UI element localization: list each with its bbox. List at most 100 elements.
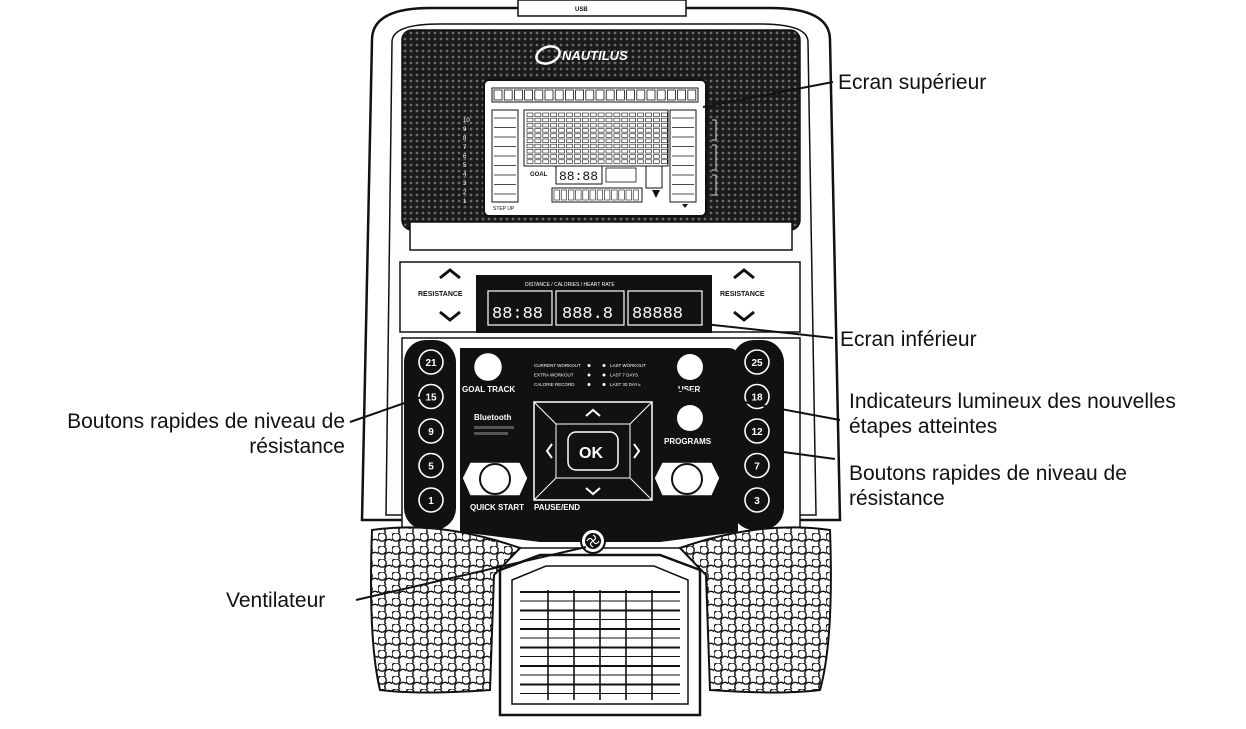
- bottom-cell: [582, 189, 589, 201]
- matrix-cell: [605, 117, 613, 123]
- ok-button[interactable]: [567, 431, 619, 471]
- quick-button-3[interactable]: 3: [744, 487, 770, 513]
- matrix-cell: [653, 143, 660, 149]
- matrix-cell: [542, 138, 550, 143]
- matrix-cell: [558, 159, 565, 164]
- programs-button[interactable]: PROGRAMS: [664, 405, 712, 446]
- resistance-right-control[interactable]: RESISTANCE: [720, 268, 765, 322]
- left-arrow-icon[interactable]: [545, 443, 553, 459]
- matrix-cell: [526, 123, 534, 128]
- quick-button-label: 21: [425, 358, 437, 369]
- matrix-cell: [526, 133, 534, 138]
- display-cell: [503, 89, 513, 101]
- matrix-cell: [597, 159, 605, 164]
- matrix-cell: [637, 154, 644, 159]
- matrix-cell: [542, 123, 550, 128]
- matrix-cell: [581, 159, 589, 164]
- quick-button-9[interactable]: 9: [418, 418, 444, 444]
- matrix-cell: [653, 149, 660, 154]
- quick-button-15[interactable]: 15: [418, 383, 444, 410]
- scale-label: 4: [463, 172, 467, 178]
- lower-digits-right: 88888: [632, 305, 683, 324]
- resistance-right-up-icon[interactable]: [733, 268, 755, 280]
- matrix-cell: [597, 143, 605, 149]
- matrix-cell: [589, 133, 597, 138]
- pause-end-button[interactable]: [653, 461, 721, 497]
- display-cell: [514, 89, 523, 101]
- scale-label: 2: [463, 190, 467, 196]
- matrix-cell: [581, 154, 589, 159]
- callout-lower-screen: Ecran inférieur: [840, 328, 977, 351]
- quick-button-label: 3: [754, 496, 760, 507]
- fan-button[interactable]: [580, 528, 606, 554]
- matrix-cell: [653, 133, 660, 138]
- matrix-cell: [574, 143, 581, 149]
- matrix-cell: [637, 112, 644, 117]
- matrix-cell: [637, 128, 644, 133]
- matrix-cell: [637, 133, 644, 138]
- quick-button-5[interactable]: 5: [418, 452, 444, 479]
- scale-label: 6: [463, 154, 467, 160]
- goal-track-button[interactable]: GOAL TRACK: [462, 353, 515, 394]
- matrix-cell: [605, 128, 613, 133]
- resistance-left-control[interactable]: RESISTANCE: [418, 268, 463, 322]
- matrix-cell: [581, 143, 589, 149]
- matrix-cell: [637, 138, 644, 143]
- matrix-cell: [645, 138, 652, 143]
- step-label: STEP UP: [493, 206, 515, 212]
- down-arrow-icon[interactable]: [585, 487, 601, 496]
- right-arrow-icon[interactable]: [633, 443, 641, 459]
- matrix-cell: [550, 112, 558, 117]
- user-button[interactable]: USER: [677, 354, 703, 394]
- quick-button-7[interactable]: 7: [744, 452, 770, 479]
- matrix-cell: [542, 154, 550, 159]
- callout-upper-screen: Ecran supérieur: [838, 71, 987, 94]
- quick-button-25[interactable]: 25: [744, 349, 770, 375]
- matrix-cell: [589, 112, 597, 117]
- scale-label: 7: [463, 145, 467, 151]
- display-cell: [575, 89, 584, 101]
- leader-right-quick: [760, 448, 836, 460]
- matrix-cell: [589, 117, 597, 123]
- matrix-cell: [660, 117, 668, 123]
- callout-right-quick: Boutons rapides de niveau de résistance: [849, 462, 1127, 510]
- quick-button-label: 9: [428, 427, 434, 438]
- resistance-left-up-icon[interactable]: [439, 268, 461, 280]
- indicator-label: EXTRA WORKOUT: [534, 373, 574, 378]
- left-quick-buttons: 21 15 9 5 1: [418, 349, 444, 513]
- matrix-cell: [574, 123, 581, 128]
- scale-label: 1: [463, 199, 467, 205]
- quick-button-label: 1: [428, 496, 434, 507]
- matrix-cell: [621, 133, 629, 138]
- up-arrow-icon[interactable]: [585, 408, 601, 417]
- matrix-cell: [542, 149, 550, 154]
- matrix-cell: [534, 143, 542, 149]
- indicator-led: [602, 364, 606, 367]
- matrix-cell: [550, 133, 558, 138]
- matrix-cell: [597, 117, 605, 123]
- display-cell: [605, 89, 615, 101]
- matrix-cell: [550, 143, 558, 149]
- quick-button-12[interactable]: 12: [744, 418, 770, 444]
- quick-button-21[interactable]: 21: [418, 349, 444, 375]
- resistance-left-down-icon[interactable]: [439, 310, 461, 322]
- quick-button-label: 7: [754, 462, 760, 473]
- resistance-right-label: RESISTANCE: [720, 291, 765, 298]
- matrix-cell: [566, 149, 573, 154]
- matrix-cell: [629, 154, 637, 159]
- quick-button-1[interactable]: 1: [418, 487, 444, 513]
- display-cell: [554, 89, 564, 101]
- goal-digits: 88:88: [559, 169, 598, 184]
- bottom-cell: [589, 189, 596, 201]
- resistance-right-down-icon[interactable]: [733, 310, 755, 322]
- quick-button-label: 25: [751, 358, 763, 369]
- matrix-cell: [558, 149, 565, 154]
- navigation-pad[interactable]: OK: [533, 401, 653, 501]
- matrix-cell: [597, 123, 605, 128]
- quick-start-button[interactable]: QUICK START: [461, 461, 529, 512]
- matrix-cell: [660, 154, 668, 159]
- matrix-cell: [550, 123, 558, 128]
- matrix-cell: [589, 159, 597, 164]
